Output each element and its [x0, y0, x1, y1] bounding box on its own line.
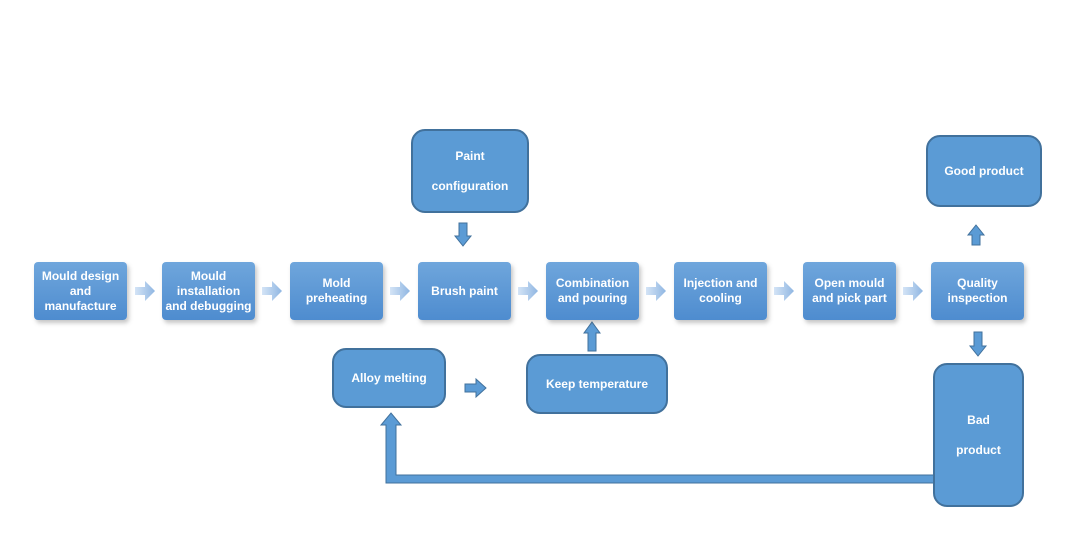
- step-injection-cooling: Injection and cooling: [674, 262, 767, 320]
- arrow-down: [968, 331, 988, 357]
- flow-arrow: [262, 281, 282, 301]
- arrow-up: [583, 321, 601, 352]
- arrow-down: [453, 222, 473, 247]
- bad-product-node: Bad product: [933, 363, 1024, 507]
- step-quality-inspection: Quality inspection: [931, 262, 1024, 320]
- return-arrow: [379, 412, 935, 484]
- alloy-melting-node: Alloy melting: [332, 348, 446, 408]
- arrow-right: [464, 377, 487, 399]
- flow-arrow: [774, 281, 794, 301]
- flow-arrow: [135, 281, 155, 301]
- flow-arrow: [903, 281, 923, 301]
- step-open-mould: Open mould and pick part: [803, 262, 896, 320]
- step-mould-design: Mould design and manufacture: [34, 262, 127, 320]
- keep-temperature-node: Keep temperature: [526, 354, 668, 414]
- paint-configuration-node: Paint configuration: [411, 129, 529, 213]
- flow-arrow: [390, 281, 410, 301]
- arrow-up: [966, 224, 986, 246]
- good-product-node: Good product: [926, 135, 1042, 207]
- step-brush-paint: Brush paint: [418, 262, 511, 320]
- step-mould-installation: Mould installation and debugging: [162, 262, 255, 320]
- step-combination-pouring: Combination and pouring: [546, 262, 639, 320]
- flow-arrow: [518, 281, 538, 301]
- flow-arrow: [646, 281, 666, 301]
- step-mold-preheating: Mold preheating: [290, 262, 383, 320]
